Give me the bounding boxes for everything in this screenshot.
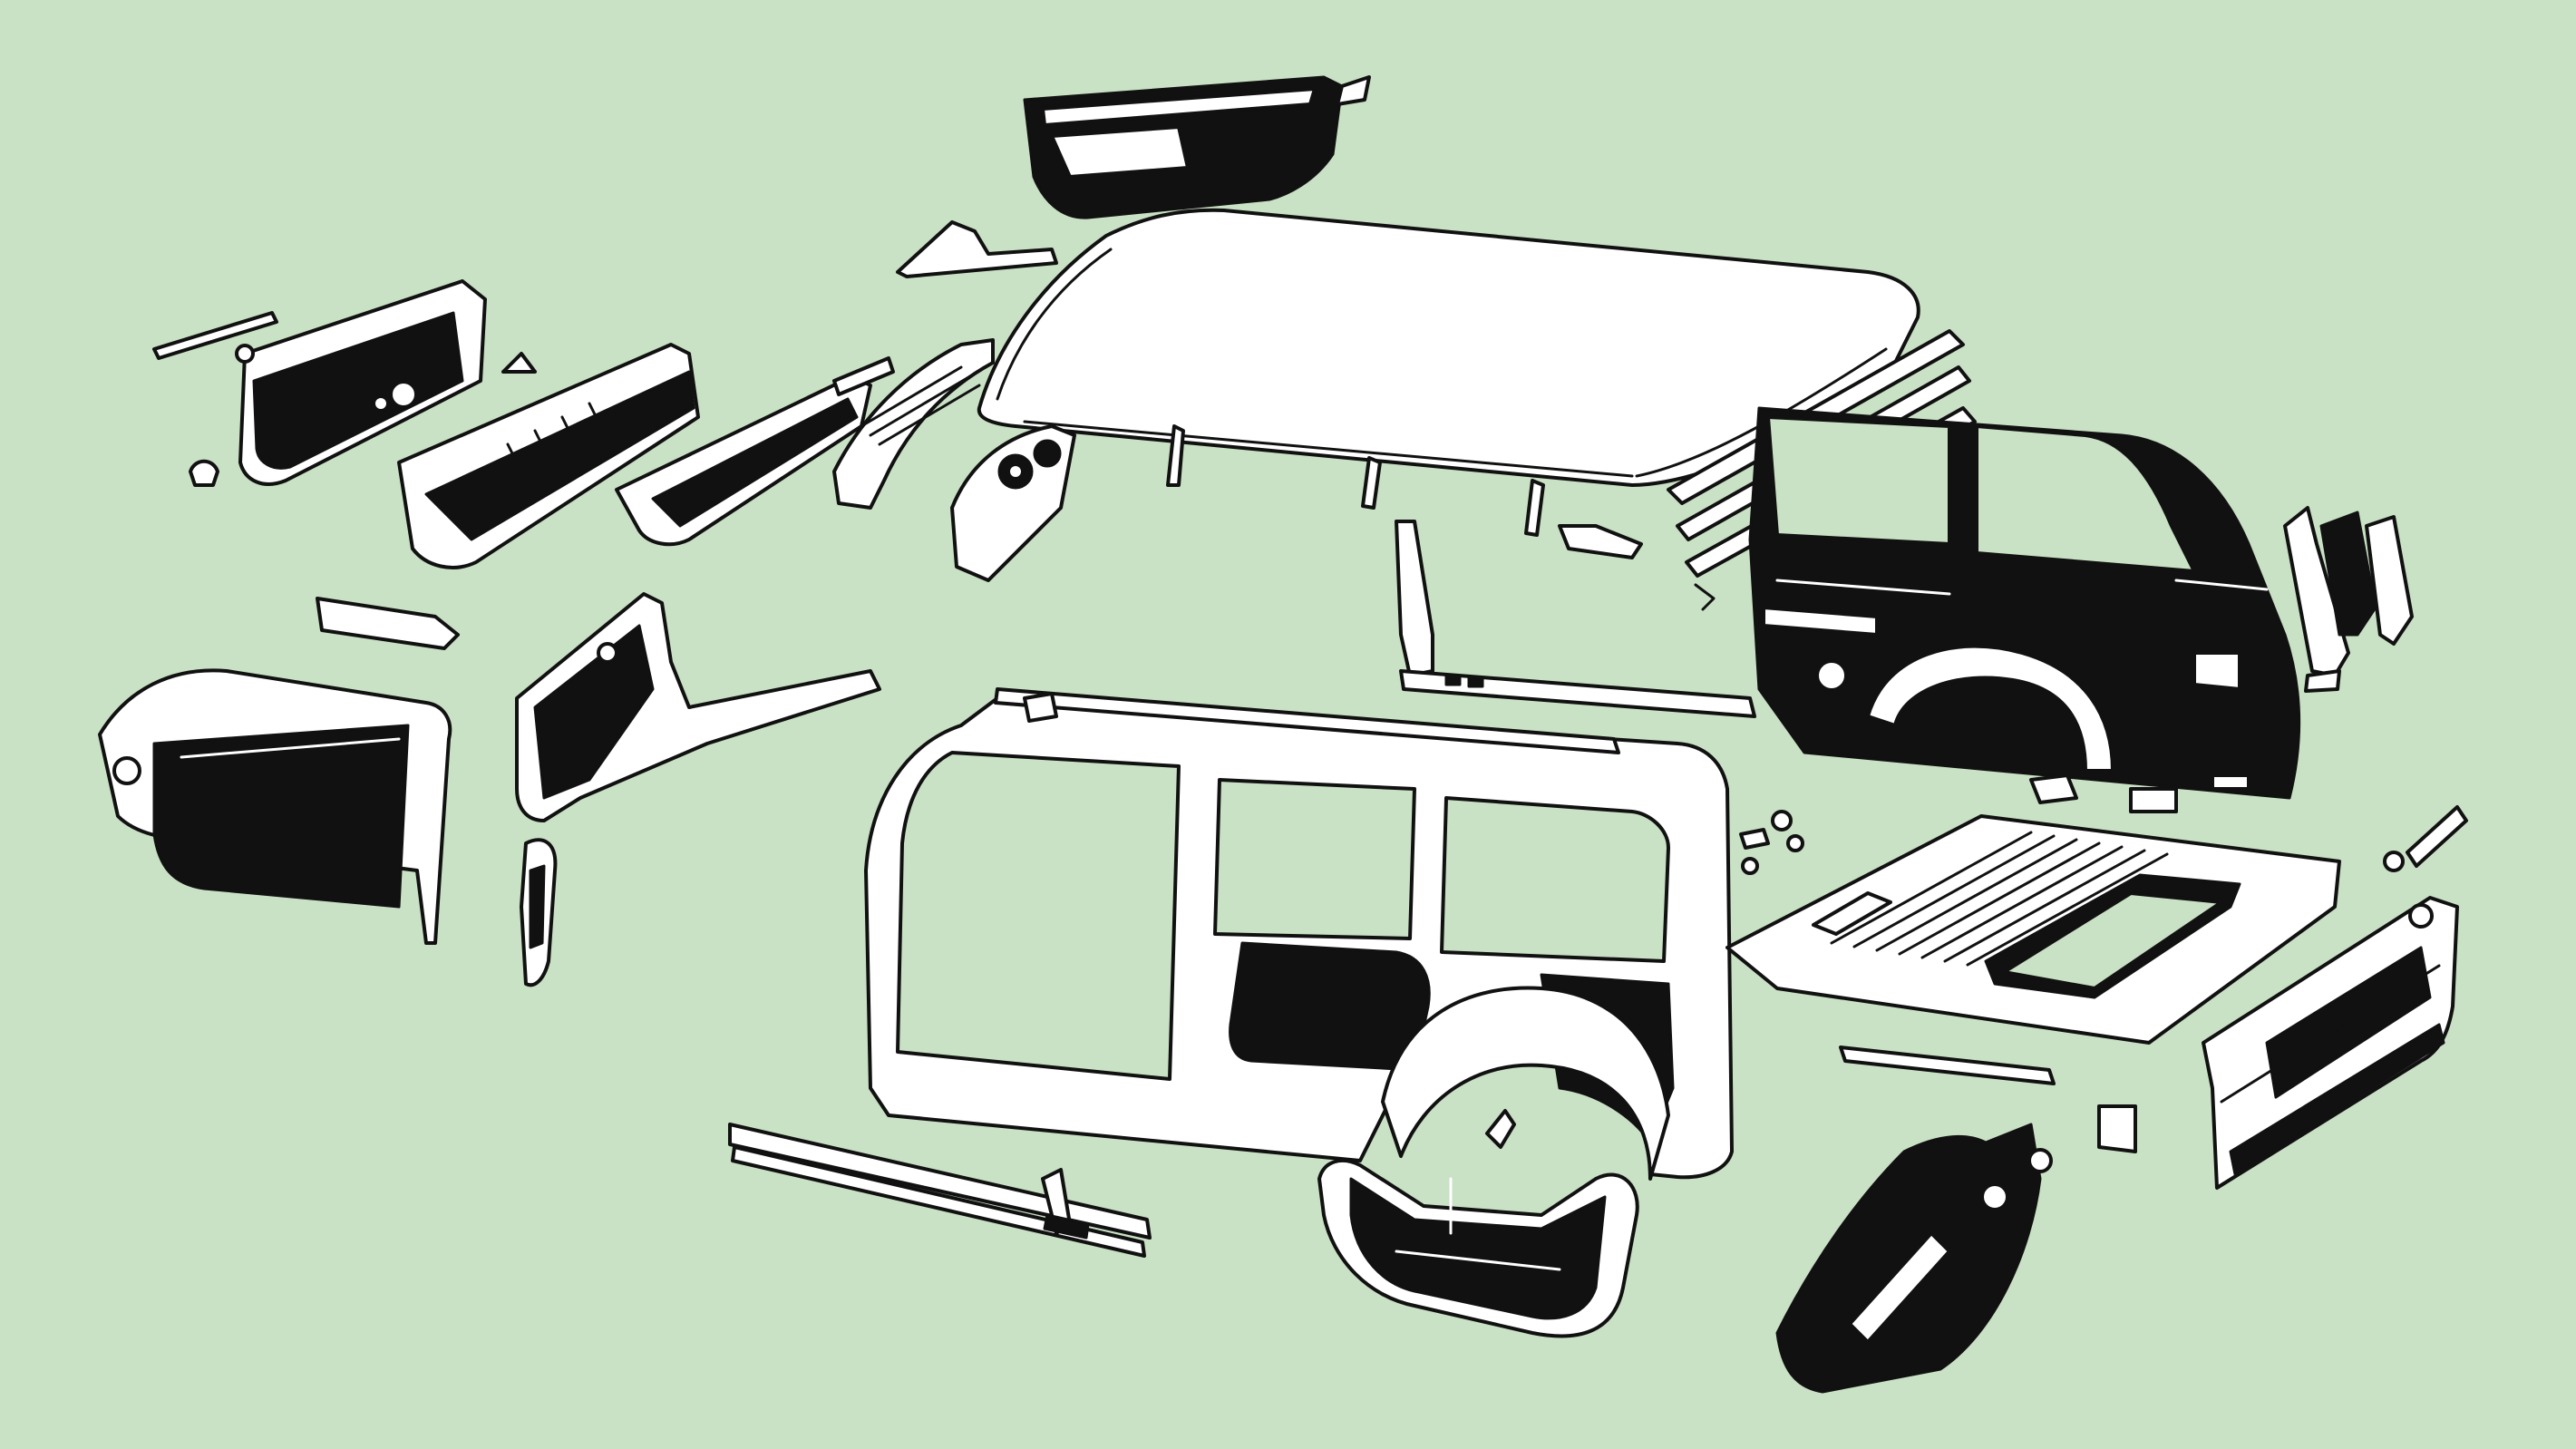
sill-rail <box>728 1123 1152 1258</box>
front-wheel-arch <box>98 668 452 945</box>
small-fittings <box>1485 524 2468 1149</box>
small-left-brackets <box>152 311 460 650</box>
windscreen-pillar <box>1395 520 1756 718</box>
rear-wheel-arch <box>1317 1159 1639 1338</box>
inner-wing <box>950 424 1076 582</box>
top-bracket <box>896 220 1058 278</box>
rear-corner-parts <box>2283 506 2414 693</box>
bulkhead-left <box>238 279 487 486</box>
rear-end-panel <box>2202 896 2459 1190</box>
scuttle-panel <box>832 338 995 510</box>
front-cross-member <box>615 356 895 547</box>
dashboard-top <box>1023 75 1371 219</box>
right-body-side <box>1748 406 2301 800</box>
left-body-side <box>864 687 1734 1181</box>
rear-floor-pan <box>1725 814 2341 1045</box>
vertical-strut <box>520 838 558 987</box>
roof-bows <box>1166 424 1545 537</box>
front-panel <box>397 343 700 569</box>
roof-panel <box>977 208 1920 487</box>
rear-quarter-inner <box>1775 1045 2137 1394</box>
left-inner-panel <box>515 592 881 822</box>
